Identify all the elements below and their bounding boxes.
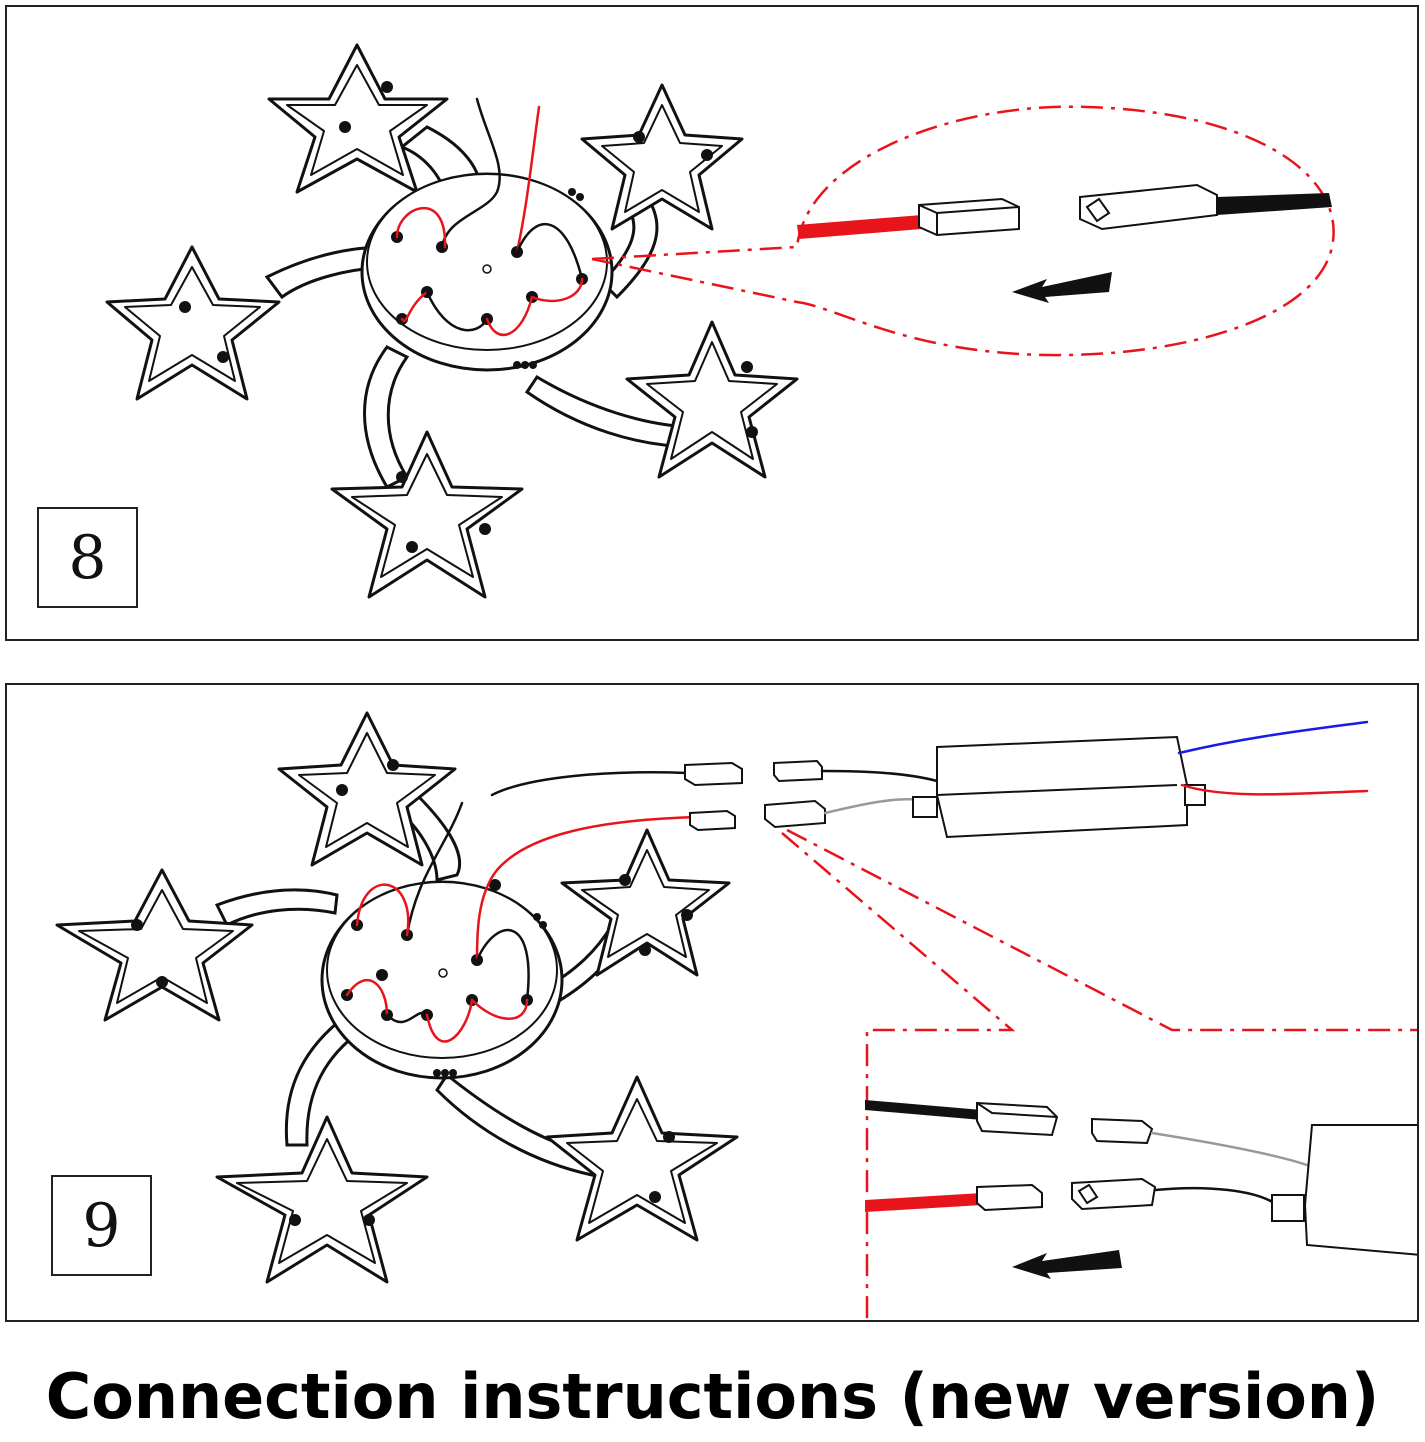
- star-lamp-icon: [625, 320, 799, 479]
- step-9-panel: 9: [5, 683, 1419, 1322]
- star-lamp-icon: [560, 828, 731, 977]
- star-lamp-icon: [215, 1115, 429, 1284]
- star-lamp-icon: [55, 868, 254, 1022]
- connector-icon: [1079, 183, 1218, 231]
- step-8-illustration: [105, 43, 1335, 599]
- caption-title: Connection instructions (new version): [45, 1360, 1380, 1433]
- connector-icon: [773, 759, 823, 783]
- connector-icon: [684, 761, 743, 787]
- step-number-8: 8: [37, 507, 138, 608]
- connector-icon: [918, 197, 1020, 237]
- driver-box-icon: [912, 735, 1206, 839]
- connector-icon: [1091, 1117, 1154, 1145]
- connector-icon: [976, 1183, 1043, 1212]
- connector-callout: [781, 828, 1417, 1320]
- ceiling-base: [320, 771, 699, 1080]
- star-lamp-icon: [545, 1075, 739, 1242]
- connector-icon: [1071, 1177, 1157, 1211]
- star-lamp-icon: [330, 430, 524, 599]
- star-lamp-icon: [105, 245, 281, 401]
- arrow-icon: [1012, 272, 1112, 303]
- step-8-panel: 8: [5, 5, 1419, 641]
- connector-callout: [591, 105, 1335, 357]
- star-lamp-icon: [277, 711, 457, 867]
- step-9-illustration: [55, 711, 1417, 1320]
- star-lamps: [55, 711, 739, 1284]
- arrow-icon: [1012, 1250, 1122, 1279]
- star-lamps: [105, 43, 799, 599]
- star-lamp-icon: [267, 43, 449, 194]
- driver-box-icon: [1271, 1124, 1417, 1256]
- ceiling-base: [360, 97, 614, 372]
- step-number-9: 9: [51, 1175, 152, 1276]
- lamp-arms: [264, 125, 699, 489]
- connector-icon: [764, 799, 826, 829]
- connector-icon: [976, 1101, 1059, 1137]
- star-lamp-icon: [580, 83, 744, 231]
- connector-icon: [689, 809, 736, 832]
